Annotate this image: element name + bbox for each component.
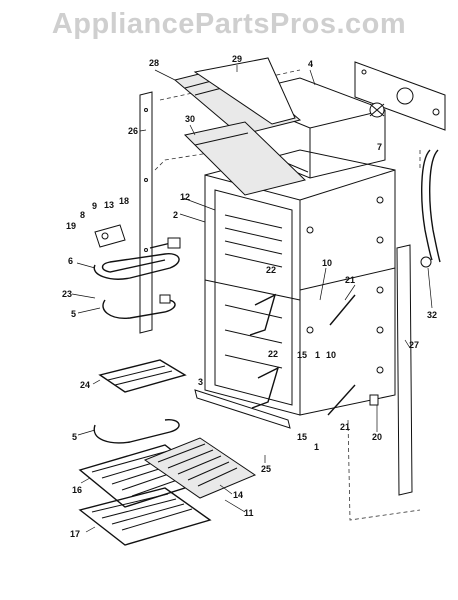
leveling-foot xyxy=(369,394,379,406)
callout-1b: 1 xyxy=(314,442,319,452)
bake-element-upper xyxy=(102,294,176,319)
callout-21: 21 xyxy=(345,275,355,285)
callout-6: 6 xyxy=(68,256,73,266)
oven-cavity-frame xyxy=(204,149,396,416)
callout-14: 14 xyxy=(233,490,243,500)
callout-19: 19 xyxy=(66,221,76,231)
callout-10b: 10 xyxy=(326,350,336,360)
callout-16: 16 xyxy=(72,485,82,495)
right-rail xyxy=(396,244,413,496)
callout-17: 17 xyxy=(70,529,80,539)
broiler-pan xyxy=(143,437,257,499)
bottom-rail xyxy=(194,389,291,429)
callout-5b: 5 xyxy=(72,432,77,442)
callout-9: 9 xyxy=(92,201,97,211)
callout-13: 13 xyxy=(104,200,114,210)
callout-29: 29 xyxy=(232,54,242,64)
callout-8: 8 xyxy=(80,210,85,220)
element-24 xyxy=(98,359,187,393)
left-rail xyxy=(139,91,153,334)
callout-21b: 21 xyxy=(340,422,350,432)
callout-25: 25 xyxy=(261,464,271,474)
callout-18: 18 xyxy=(119,196,129,206)
callout-2: 2 xyxy=(173,210,178,220)
callout-20: 20 xyxy=(372,432,382,442)
callout-15b: 15 xyxy=(297,432,307,442)
callout-23: 23 xyxy=(62,289,72,299)
callout-4: 4 xyxy=(308,59,313,69)
conduit-tube xyxy=(420,149,441,268)
watermark: AppliancePartsPros.com xyxy=(51,8,407,40)
leader-lines xyxy=(71,65,433,533)
hinge-springs xyxy=(327,294,356,416)
bake-element-lower xyxy=(93,419,180,444)
callout-1: 1 xyxy=(315,350,320,360)
callout-26: 26 xyxy=(128,126,138,136)
callout-22: 22 xyxy=(266,265,276,275)
oven-rack-17 xyxy=(78,487,212,546)
callout-5: 5 xyxy=(71,309,76,319)
callout-22b: 22 xyxy=(268,349,278,359)
callout-32: 32 xyxy=(427,310,437,320)
callout-10: 10 xyxy=(322,258,332,268)
callout-7: 7 xyxy=(377,142,382,152)
sensor-assembly xyxy=(94,224,126,248)
callout-11: 11 xyxy=(244,508,254,518)
back-panel xyxy=(354,61,446,131)
callout-27: 27 xyxy=(409,340,419,350)
door-hinges xyxy=(249,293,280,409)
fan-assembly xyxy=(369,102,385,118)
callout-labels: 28 29 4 7 26 30 12 18 13 9 8 19 2 6 23 5… xyxy=(62,54,437,539)
callout-12: 12 xyxy=(180,192,190,202)
broil-element xyxy=(93,237,181,280)
callout-15: 15 xyxy=(297,350,307,360)
callout-24: 24 xyxy=(80,380,90,390)
callout-30: 30 xyxy=(185,114,195,124)
callout-3: 3 xyxy=(198,377,203,387)
top-trim-parts xyxy=(173,57,306,196)
callout-28: 28 xyxy=(149,58,159,68)
